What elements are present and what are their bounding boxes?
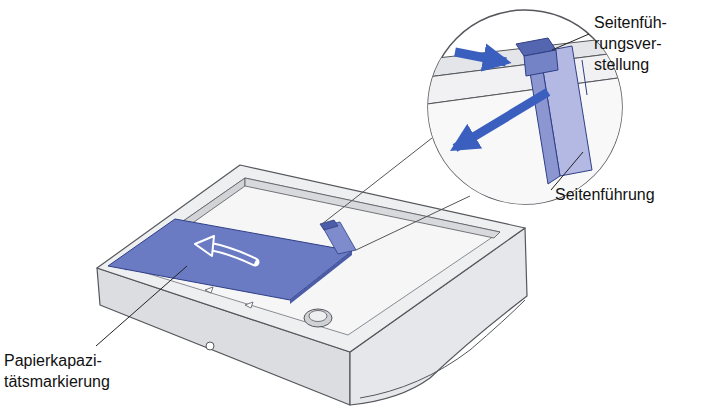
part-label: Seitenführung — [555, 184, 655, 205]
tray-body — [97, 165, 527, 405]
paper-stack — [108, 219, 352, 304]
side-guide-small — [320, 220, 356, 254]
part-label: Seitenfüh- rungsver- stellung — [594, 12, 667, 75]
leader-lines — [96, 34, 589, 346]
part-label: Papierkapazi- tätsmarkierung — [4, 350, 110, 392]
